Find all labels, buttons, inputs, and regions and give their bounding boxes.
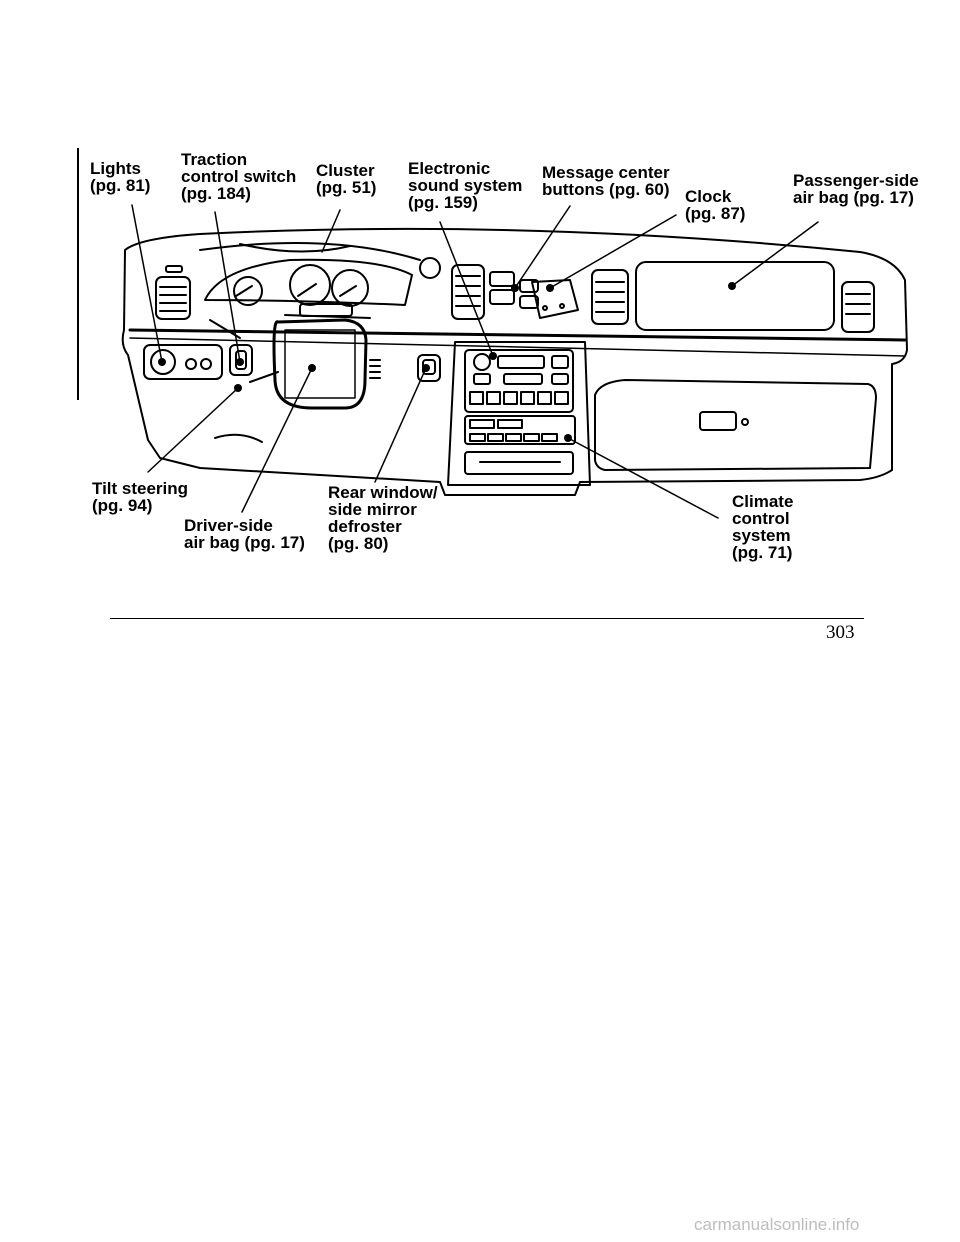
callout-sound-system: Electronic sound system (pg. 159) xyxy=(408,159,523,212)
watermark: carmanualsonline.info xyxy=(694,1215,860,1234)
callout-message-center: Message center buttons (pg. 60) xyxy=(542,163,670,199)
instrument-cluster xyxy=(204,257,441,317)
leader-lines xyxy=(131,204,819,519)
callout-climate-control: Climate control system (pg. 71) xyxy=(732,492,794,562)
callout-defroster: Rear window/ side mirror defroster (pg. … xyxy=(328,483,438,553)
left-vent xyxy=(155,265,191,320)
callout-lights: Lights (pg. 81) xyxy=(90,159,151,195)
footer-rule xyxy=(110,618,864,619)
page-number: 303 xyxy=(826,622,855,643)
callout-tilt-steering: Tilt steering (pg. 94) xyxy=(92,479,189,515)
headlamp-switch-panel xyxy=(143,344,223,380)
callout-cluster: Cluster (pg. 51) xyxy=(316,161,377,197)
passenger-airbag-door xyxy=(635,261,875,333)
glove-box xyxy=(594,379,877,471)
callout-traction-control: Traction control switch (pg. 184) xyxy=(181,150,297,203)
pointer-dots xyxy=(158,282,736,442)
dashboard-diagram xyxy=(121,204,908,519)
callout-passenger-airbag: Passenger-side air bag (pg. 17) xyxy=(793,171,919,207)
clock-panel xyxy=(531,279,579,319)
audio-head-unit xyxy=(447,341,591,486)
callout-clock: Clock (pg. 87) xyxy=(685,187,746,223)
left-margin-rule xyxy=(77,148,79,400)
traction-switch xyxy=(229,344,253,376)
center-vents xyxy=(451,264,629,325)
climate-control-panel xyxy=(464,415,576,475)
callout-driver-airbag: Driver-side air bag (pg. 17) xyxy=(184,516,305,552)
message-center-buttons xyxy=(489,271,539,309)
dashboard-outline xyxy=(121,227,908,496)
